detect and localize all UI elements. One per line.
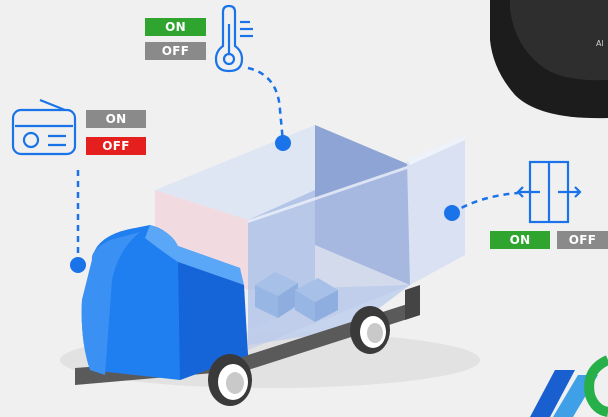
door-off-button[interactable]: OFF <box>557 231 608 249</box>
thermometer-connector <box>248 68 283 142</box>
radio-icon <box>13 100 75 154</box>
front-wheel <box>208 354 252 406</box>
tracker-device: Al <box>490 0 608 118</box>
radio-point <box>70 257 86 273</box>
thermometer-icon <box>216 6 253 71</box>
sliding-door-icon <box>518 162 580 222</box>
brand-logo <box>530 360 608 417</box>
thermometer-on-button[interactable]: ON <box>145 18 206 36</box>
radio-on-button[interactable]: ON <box>86 110 146 128</box>
thermometer-off-button[interactable]: OFF <box>145 42 206 60</box>
door-on-button[interactable]: ON <box>490 231 550 249</box>
door-point <box>444 205 460 221</box>
thermometer-point <box>275 135 291 151</box>
device-label: Al <box>596 39 604 48</box>
radio-off-button[interactable]: OFF <box>86 137 146 155</box>
rear-wheel <box>350 306 390 354</box>
